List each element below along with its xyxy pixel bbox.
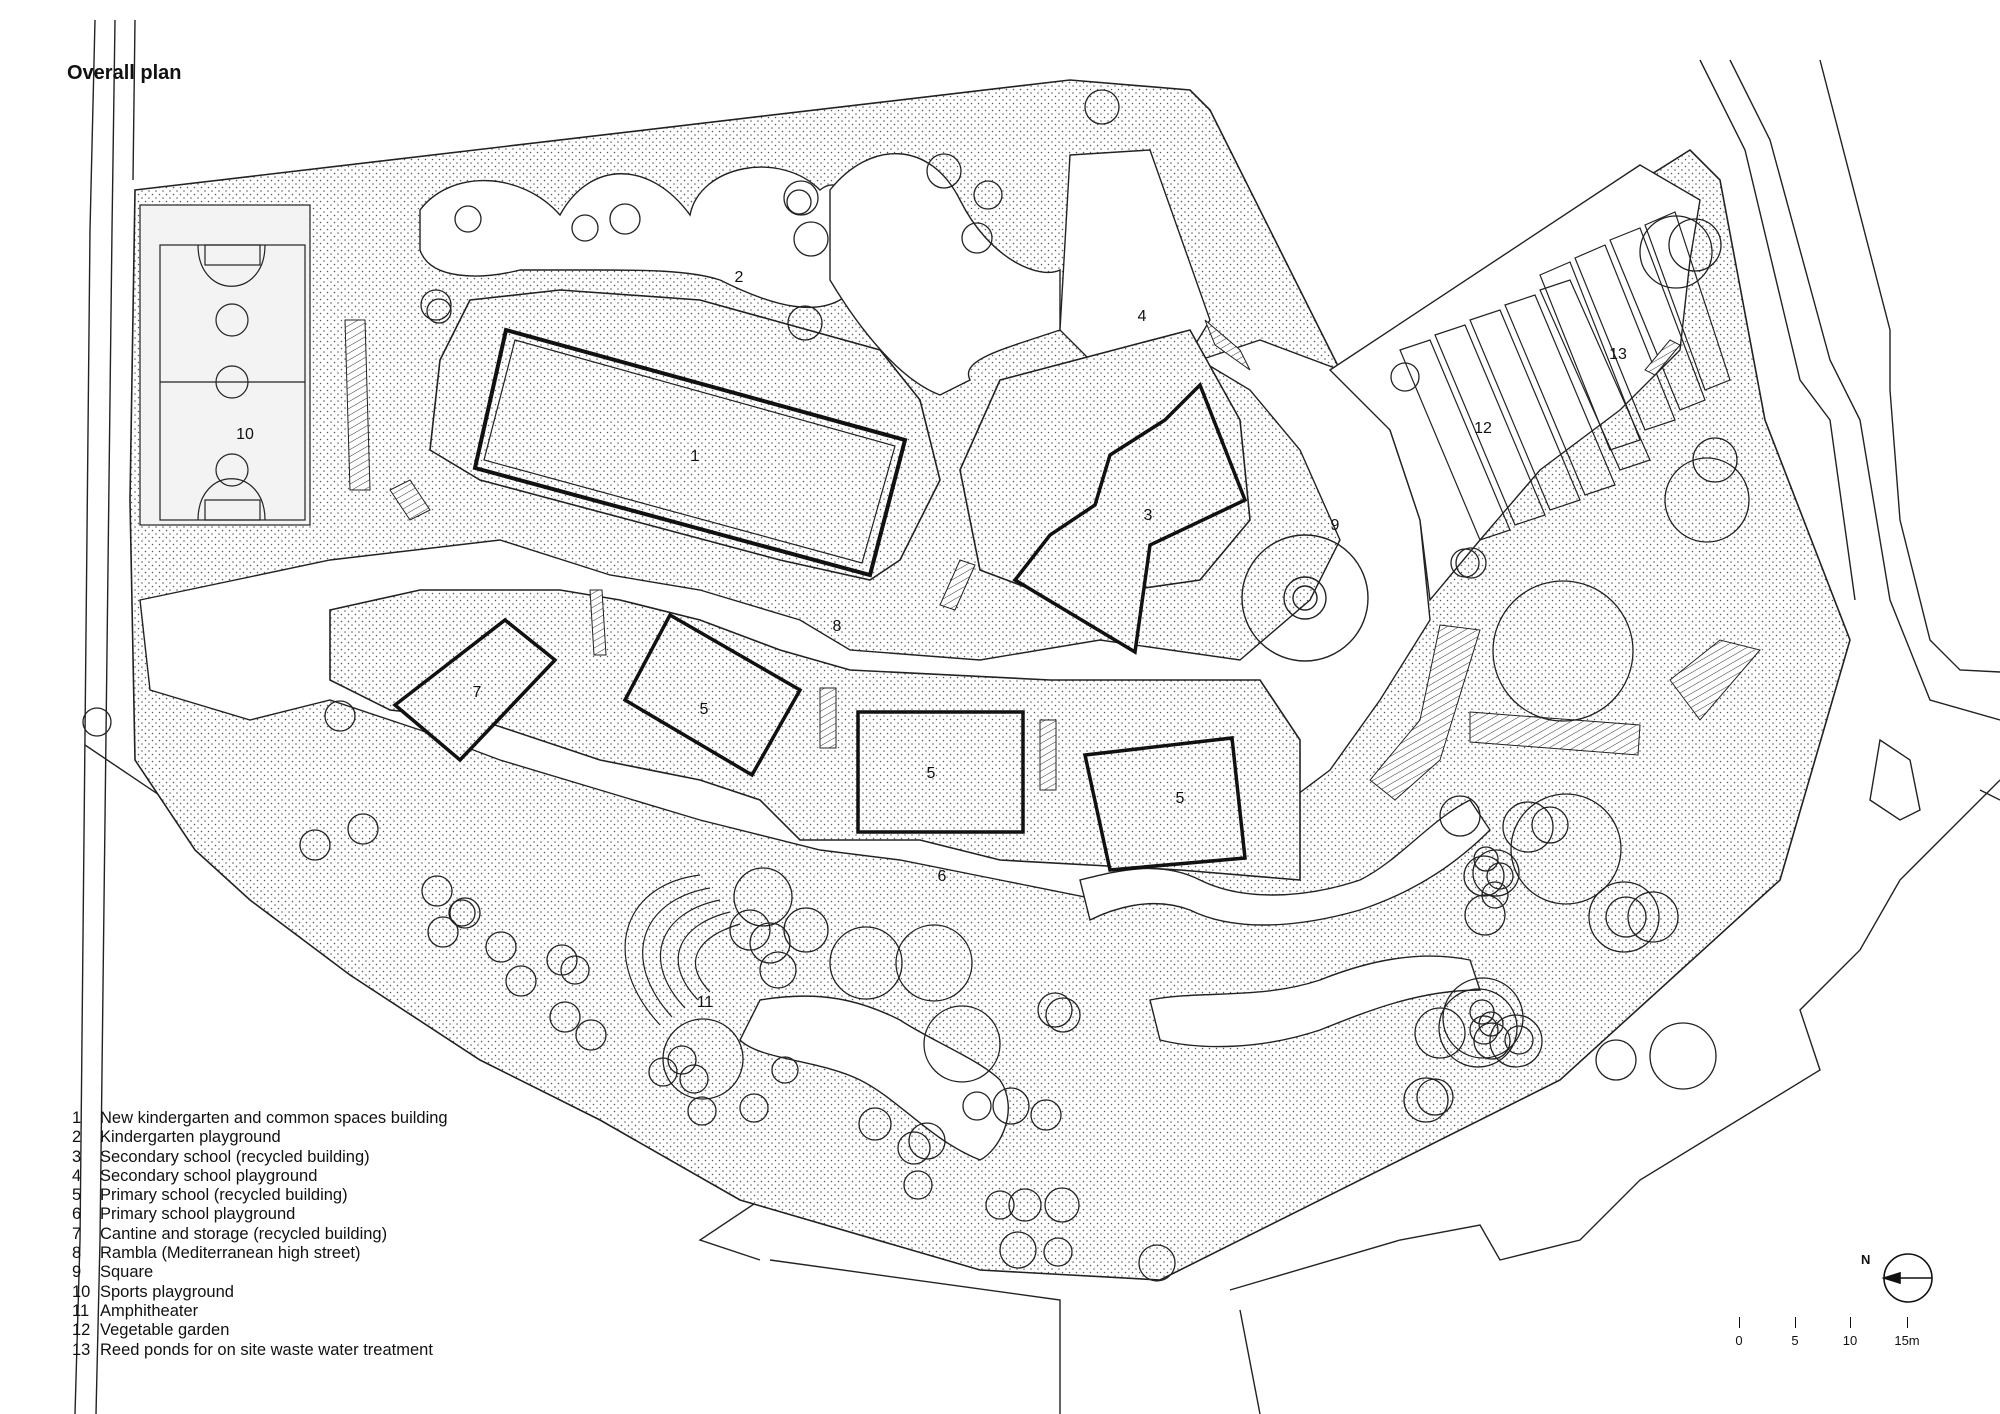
legend-item: 5 Primary school (recycled building) <box>72 1186 448 1205</box>
label-13: 13 <box>1609 346 1627 363</box>
label-8: 8 <box>833 618 842 635</box>
building-3 <box>959 329 1251 655</box>
legend-text: New kindergarten and common spaces build… <box>100 1109 448 1127</box>
scale-tick <box>1739 1317 1740 1328</box>
legend-number: 11 <box>72 1301 90 1320</box>
legend-item: 4 Secondary school playground <box>72 1167 448 1186</box>
legend-text: Square <box>100 1263 154 1282</box>
scale-tick <box>1907 1317 1908 1328</box>
north-arrow <box>1881 1253 1933 1303</box>
legend-number: 2 <box>72 1128 82 1147</box>
legend-number: 3 <box>72 1147 82 1166</box>
north-label: N <box>1861 1252 1871 1267</box>
building-row <box>329 589 1301 881</box>
legend-number: 8 <box>72 1244 82 1263</box>
scale-label-0: 0 <box>1735 1333 1743 1348</box>
legend-text: Cantine and storage (recycled building) <box>100 1224 388 1243</box>
legend-number: 5 <box>72 1186 82 1205</box>
legend-text: Vegetable garden <box>100 1321 230 1340</box>
label-6: 6 <box>938 868 947 885</box>
scale-label-10: 10 <box>1842 1333 1858 1348</box>
legend-text: Primary school playground <box>100 1205 296 1224</box>
legend-item: 3 Secondary school (recycled building) <box>72 1148 448 1167</box>
legend-text: Sports playground <box>100 1282 234 1301</box>
label-3: 3 <box>1144 507 1153 524</box>
legend-number: 9 <box>72 1263 82 1282</box>
scale-label-15m: 15m <box>1894 1333 1920 1348</box>
label-11: 11 <box>697 994 714 1011</box>
legend-item: 10 Sports playground <box>72 1283 448 1302</box>
legend-item: 8 Rambla (Mediterranean high street) <box>72 1244 448 1263</box>
label-5c: 5 <box>1176 790 1185 807</box>
plan-labels: 1 2 3 4 5 5 5 6 7 8 9 10 11 12 13 <box>236 269 1627 1011</box>
trees <box>82 89 1750 1282</box>
legend-text: Primary school (recycled building) <box>100 1186 348 1205</box>
label-9: 9 <box>1331 517 1340 534</box>
legend-item: 2 Kindergarten playground <box>72 1128 448 1147</box>
label-7: 7 <box>473 684 482 701</box>
label-5b: 5 <box>927 765 936 782</box>
legend-number: 1 <box>72 1109 82 1127</box>
legend-text: Secondary school (recycled building) <box>100 1147 370 1166</box>
label-10: 10 <box>236 426 254 443</box>
scale-label-5: 5 <box>1791 1333 1799 1348</box>
legend: 1 New kindergarten and common spaces buil… <box>72 1109 448 1360</box>
legend-item: 6 Primary school playground <box>72 1205 448 1224</box>
label-5a: 5 <box>700 701 709 718</box>
label-1: 1 <box>691 448 700 465</box>
legend-number: 7 <box>72 1224 82 1243</box>
legend-item: 1 New kindergarten and common spaces buil… <box>72 1109 448 1128</box>
scale-bar: 0 5 10 15m <box>1700 1315 1940 1355</box>
sports-field <box>139 204 311 526</box>
square-circles <box>1241 534 1369 662</box>
legend-number: 12 <box>72 1321 91 1340</box>
legend-number: 13 <box>72 1340 91 1359</box>
legend-text: Secondary school playground <box>100 1166 318 1185</box>
amphitheater <box>624 874 741 1026</box>
legend-text: Reed ponds for on site waste water treat… <box>100 1340 433 1359</box>
garden-beds <box>1399 211 1731 541</box>
legend-text: Amphitheater <box>100 1301 199 1320</box>
scale-tick <box>1795 1317 1796 1328</box>
scale-tick <box>1850 1317 1851 1328</box>
building-1 <box>429 289 941 581</box>
legend-text: Kindergarten playground <box>100 1128 281 1147</box>
legend-text: Rambla (Mediterranean high street) <box>100 1244 361 1263</box>
label-4: 4 <box>1138 308 1147 325</box>
legend-number: 4 <box>72 1166 82 1185</box>
legend-item: 13 Reed ponds for on site waste water tre… <box>72 1341 448 1360</box>
legend-number: 10 <box>72 1282 91 1301</box>
legend-item: 11 Amphitheater <box>72 1302 448 1321</box>
legend-item: 9 Square <box>72 1263 448 1282</box>
label-12: 12 <box>1474 420 1492 437</box>
legend-number: 6 <box>72 1205 82 1224</box>
page-title: Overall plan <box>67 62 182 84</box>
stairs <box>344 319 1761 801</box>
legend-item: 7 Cantine and storage (recycled building) <box>72 1225 448 1244</box>
label-2: 2 <box>735 269 744 286</box>
legend-item: 12 Vegetable garden <box>72 1321 448 1340</box>
